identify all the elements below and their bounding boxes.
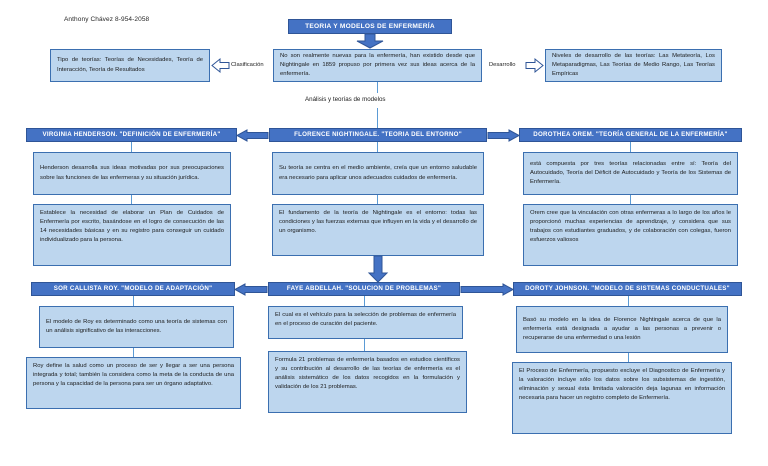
- row3-left-box1-text: El modelo de Roy es determinado como una…: [46, 318, 227, 334]
- arrow-center-to-right-row2-icon: [487, 129, 521, 142]
- row2-right-header: DOROTHEA OREM. "TEORÍA GENERAL DE LA ENF…: [519, 128, 742, 142]
- arrow-center-to-left-row2-icon: [235, 129, 269, 142]
- connector-row2-left-a: [131, 142, 132, 152]
- row3-right-box1-text: Basó su modelo en la idea de Florence Ni…: [523, 316, 721, 342]
- arrow-center-to-right-row3-icon: [460, 283, 515, 296]
- row3-center-header: FAYE ABDELLAH. "SOLUCION DE PROBLEMAS": [268, 282, 460, 296]
- connector-row3-center-a: [364, 296, 365, 306]
- arrow-title-to-center-icon: [356, 33, 384, 49]
- row2-left-box2: Establece la necesidad de elaborar un Pl…: [33, 204, 231, 266]
- row3-left-box2: Roy define la salud como un proceso de s…: [26, 357, 241, 409]
- row3-center-box2: Formula 21 problemas de enfermería basad…: [268, 351, 467, 413]
- row3-center-box1: El cual es el vehículo para la selección…: [268, 306, 463, 339]
- connector-row3-left-a: [133, 296, 134, 306]
- row2-right-box2: Orem cree que la vinculación con otras e…: [523, 204, 738, 266]
- row2-left-box1: Henderson desarrolla sus ideas motivadas…: [33, 152, 231, 195]
- row2-center-box2-text: El fundamento de la teoría de Nightingal…: [279, 210, 477, 235]
- author-label: Anthony Chávez 8-954-2058: [64, 16, 150, 23]
- row2-left-box1-text: Henderson desarrolla sus ideas motivadas…: [40, 165, 224, 181]
- connector-row3-right-a: [628, 296, 629, 306]
- clasificacion-label: Clasificación: [231, 62, 264, 68]
- connector-row2-center-b: [377, 195, 378, 204]
- row3-right-box1: Basó su modelo en la idea de Florence Ni…: [516, 306, 728, 353]
- connector-row2-center-a: [377, 142, 378, 152]
- desarrollo-label: Desarrollo: [489, 62, 516, 68]
- section-caption: Análisis y teorías de modelos: [305, 96, 386, 103]
- row3-left-box2-text: Roy define la salud como un proceso de s…: [33, 363, 234, 388]
- connector-row3-right-b: [628, 353, 629, 362]
- row2-left-header: VIRGINIA HENDERSON. "DEFINICIÓN DE ENFER…: [26, 128, 237, 142]
- row3-left-header: SOR CALLISTA ROY. "MODELO DE ADAPTACIÓN": [31, 282, 235, 296]
- connector-row2-right-a: [630, 142, 631, 152]
- row2-center-box1: Su teoría se centra en el medio ambiente…: [272, 152, 484, 195]
- row1-right-box: Niveles de desarrollo de las teorías: La…: [545, 49, 722, 82]
- connector-row2-right-b: [630, 195, 631, 204]
- row2-right-box1: está compuesta por tres teorías relacion…: [523, 152, 738, 195]
- row1-left-box: Tipo de teorías: Teorías de Necesidades,…: [50, 49, 210, 82]
- arrow-desarrollo-icon: [525, 57, 544, 74]
- arrow-center-down-row3-icon: [367, 255, 389, 283]
- row2-center-box2: El fundamento de la teoría de Nightingal…: [272, 204, 484, 256]
- row3-center-box2-text: Formula 21 problemas de enfermería basad…: [275, 357, 460, 391]
- row1-center-box-text: No son realmente nuevas para la enfermer…: [280, 52, 475, 78]
- row3-right-header: DOROTY JOHNSON. "MODELO DE SISTEMAS COND…: [513, 282, 742, 296]
- row1-right-box-text: Niveles de desarrollo de las teorías: La…: [552, 52, 715, 78]
- row3-center-box1-text: El cual es el vehículo para la selección…: [275, 312, 456, 328]
- connector-center-down: [377, 82, 378, 93]
- connector-row2-left-b: [131, 195, 132, 204]
- connector-row3-center-b: [364, 339, 365, 351]
- title-banner: TEORIA Y MODELOS DE ENFERMERÍA: [288, 19, 452, 34]
- row3-right-box2-text: El Proceso de Enfermería, propuesto excl…: [519, 368, 725, 402]
- connector-row3-left-b: [133, 348, 134, 357]
- row3-right-box2: El Proceso de Enfermería, propuesto excl…: [512, 362, 732, 434]
- arrow-center-to-left-row3-icon: [233, 283, 268, 296]
- row2-center-header: FLORENCE NIGHTINGALE. "TEORIA DEL ENTORN…: [269, 128, 487, 142]
- row2-left-box2-text: Establece la necesidad de elaborar un Pl…: [40, 210, 224, 244]
- row1-left-box-text: Tipo de teorías: Teorías de Necesidades,…: [57, 57, 203, 73]
- connector-caption-down: [377, 108, 378, 129]
- row2-right-box1-text: está compuesta por tres teorías relacion…: [530, 160, 731, 186]
- arrow-clasificacion-icon: [211, 57, 230, 74]
- row2-right-box2-text: Orem cree que la vinculación con otras e…: [530, 210, 731, 244]
- row1-center-box: No son realmente nuevas para la enfermer…: [273, 49, 482, 82]
- row3-left-box1: El modelo de Roy es determinado como una…: [39, 306, 234, 348]
- row2-center-box1-text: Su teoría se centra en el medio ambiente…: [279, 165, 477, 181]
